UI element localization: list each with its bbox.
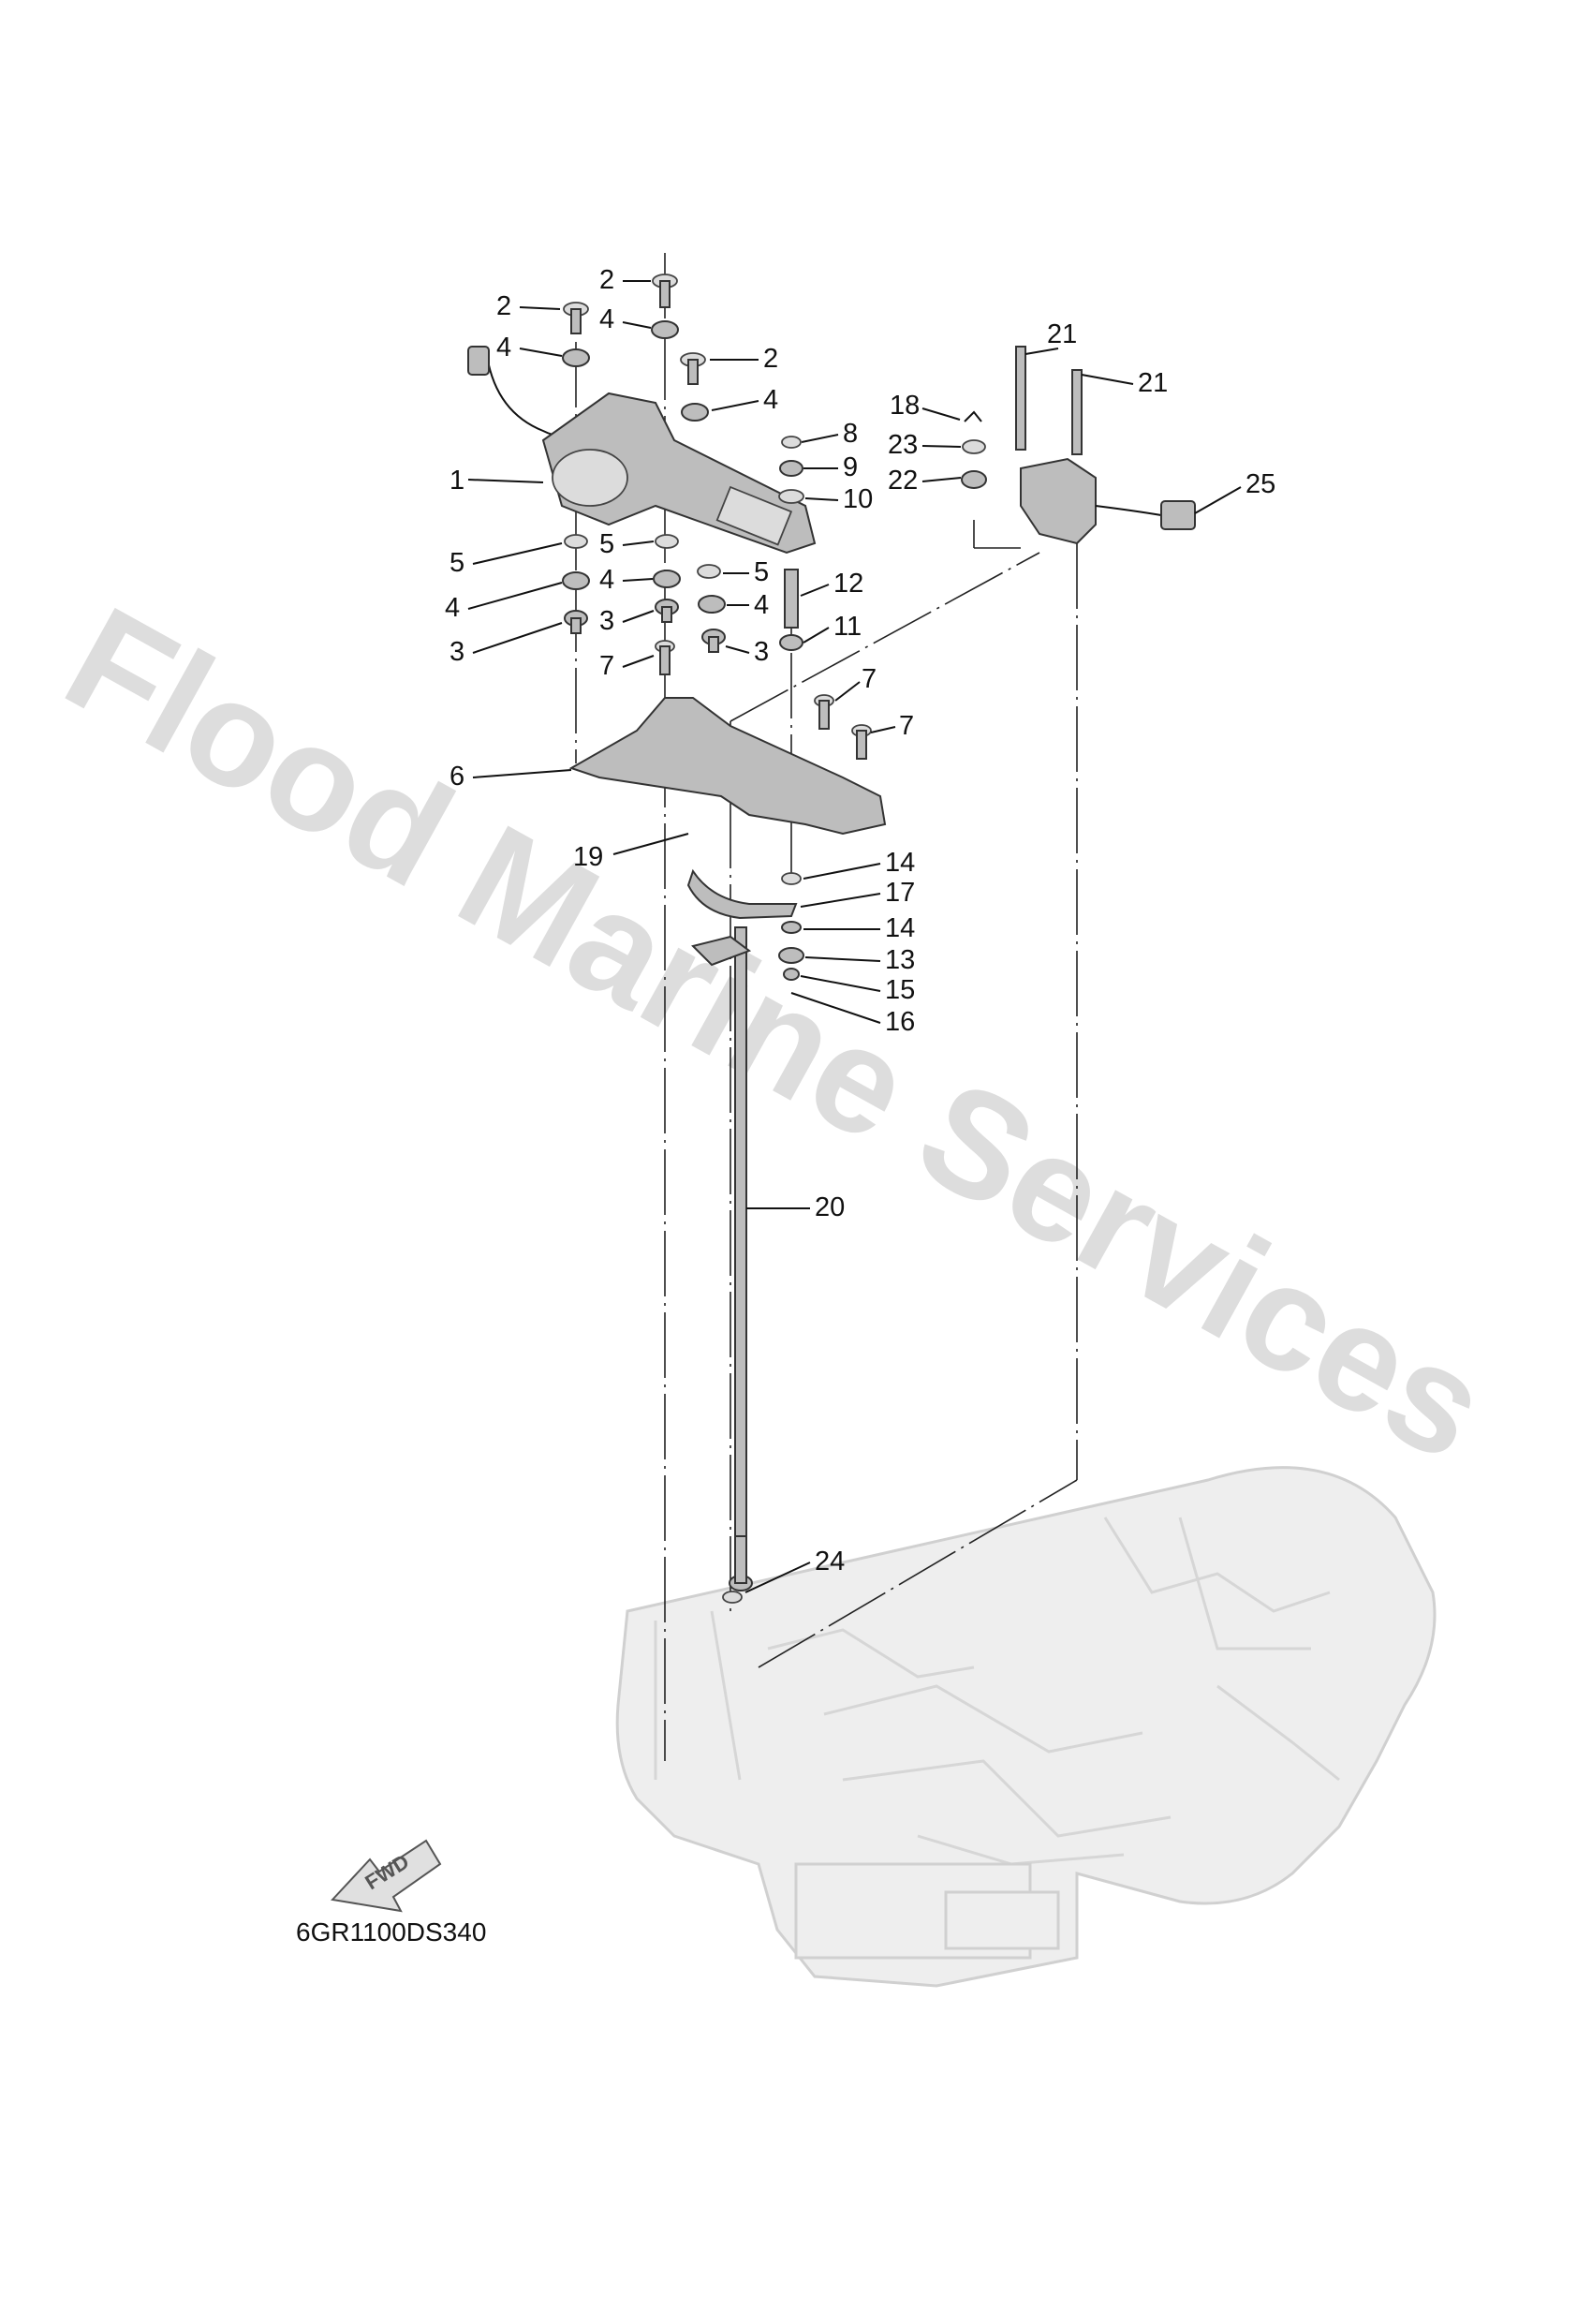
callout-24: 24 bbox=[815, 1547, 845, 1576]
callout-11: 11 bbox=[833, 612, 862, 642]
callout-13: 13 bbox=[885, 945, 915, 975]
callout-15: 15 bbox=[885, 975, 915, 1005]
callout-14: 14 bbox=[885, 913, 915, 943]
callout-18: 18 bbox=[890, 391, 920, 421]
callout-5: 5 bbox=[599, 529, 614, 559]
callout-16: 16 bbox=[885, 1007, 915, 1037]
callout-19: 19 bbox=[573, 842, 603, 872]
callout-21: 21 bbox=[1138, 368, 1168, 398]
callout-3: 3 bbox=[599, 606, 614, 636]
motor-assembly-part bbox=[467, 346, 817, 555]
callout-1: 1 bbox=[450, 466, 464, 496]
callout-3: 3 bbox=[754, 637, 769, 667]
callout-4: 4 bbox=[754, 590, 769, 620]
callout-labels: 2 2 2 4 4 4 4 4 4 1 5 5 5 3 3 3 bbox=[445, 265, 1275, 1593]
forward-direction-arrow-icon: FWD bbox=[330, 1839, 442, 1913]
callout-8: 8 bbox=[843, 419, 858, 449]
callout-12: 12 bbox=[833, 569, 863, 599]
callout-20: 20 bbox=[815, 1192, 845, 1222]
callout-4: 4 bbox=[445, 593, 460, 623]
diagram-code: 6GR1100DS340 bbox=[296, 1917, 486, 1947]
callout-4: 4 bbox=[599, 565, 614, 595]
callout-6: 6 bbox=[450, 762, 464, 792]
callout-2: 2 bbox=[496, 291, 511, 321]
callout-4: 4 bbox=[763, 385, 778, 415]
parts bbox=[467, 274, 1196, 1604]
callout-7: 7 bbox=[599, 651, 614, 681]
callout-4: 4 bbox=[496, 333, 511, 363]
callout-23: 23 bbox=[888, 430, 918, 460]
callout-17: 17 bbox=[885, 878, 915, 908]
callout-2: 2 bbox=[763, 344, 778, 374]
callout-5: 5 bbox=[754, 557, 769, 587]
callout-5: 5 bbox=[450, 548, 464, 578]
callout-22: 22 bbox=[888, 466, 918, 496]
callout-10: 10 bbox=[843, 484, 873, 514]
callout-7: 7 bbox=[862, 664, 877, 694]
callout-9: 9 bbox=[843, 452, 858, 482]
callout-3: 3 bbox=[450, 637, 464, 667]
bracket-part bbox=[568, 697, 887, 836]
watermark-text: Flood Marine Services bbox=[41, 574, 1513, 1492]
switch-assembly-part bbox=[1020, 457, 1097, 545]
engine-casing-outline bbox=[615, 1466, 1437, 1988]
callout-2: 2 bbox=[599, 265, 614, 295]
callout-4: 4 bbox=[599, 304, 614, 334]
callout-25: 25 bbox=[1245, 469, 1275, 499]
callout-21: 21 bbox=[1047, 319, 1077, 349]
callout-7: 7 bbox=[899, 711, 914, 741]
callout-14: 14 bbox=[885, 848, 915, 878]
